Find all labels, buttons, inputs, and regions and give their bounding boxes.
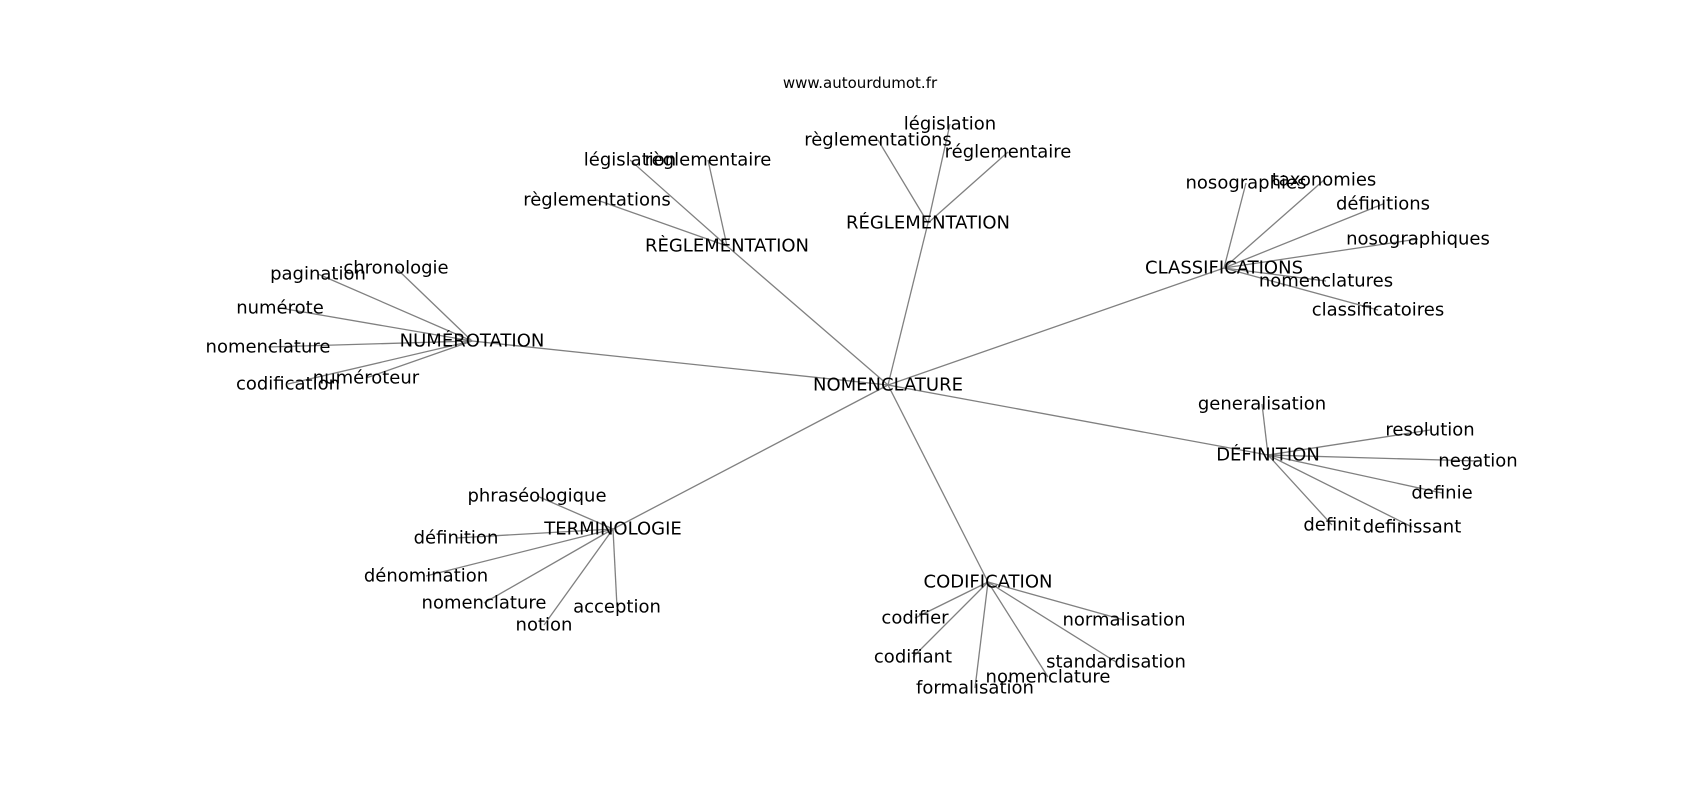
leaf-node: taxonomies bbox=[1272, 170, 1377, 191]
edge-hub-leaf bbox=[279, 307, 473, 342]
edge-hub-leaf bbox=[914, 581, 989, 619]
edge-hub-leaf bbox=[1223, 267, 1379, 311]
edge-hub-leaf bbox=[1267, 454, 1443, 494]
edge-hub-leaf bbox=[483, 528, 614, 604]
leaf-node: nosographiques bbox=[1346, 229, 1490, 250]
leaf-node: pagination bbox=[270, 264, 366, 285]
leaf-node: formalisation bbox=[916, 678, 1034, 699]
leaf-node: definie bbox=[1411, 483, 1472, 504]
leaf-node: acception bbox=[573, 597, 661, 618]
edge-hub-leaf bbox=[1267, 454, 1333, 526]
edge-root-hub bbox=[887, 267, 1225, 386]
edge-hub-leaf bbox=[987, 581, 1125, 621]
edge-hub-leaf bbox=[1261, 403, 1269, 456]
leaf-node: negation bbox=[1438, 451, 1517, 472]
edge-hub-leaf bbox=[287, 340, 473, 385]
edge-hub-leaf bbox=[1223, 179, 1325, 269]
leaf-node: définition bbox=[414, 528, 499, 549]
leaf-node: standardisation bbox=[1046, 652, 1186, 673]
edge-hub-leaf bbox=[1223, 267, 1327, 282]
edge-hub-leaf bbox=[1267, 454, 1479, 462]
edge-hub-leaf bbox=[455, 528, 614, 539]
edge-hub-leaf bbox=[612, 528, 618, 608]
hub-node: DÉFINITION bbox=[1216, 444, 1320, 466]
leaf-node: réglementaire bbox=[945, 142, 1072, 163]
edge-hub-leaf bbox=[267, 340, 473, 348]
hub-node: RÈGLEMENTATION bbox=[645, 235, 809, 257]
leaf-node: nomenclature bbox=[206, 337, 331, 358]
leaf-node: classificatoires bbox=[1312, 300, 1444, 321]
hub-node: RÉGLEMENTATION bbox=[846, 212, 1010, 234]
edge-root-hub bbox=[612, 384, 889, 530]
root-node: NOMENCLATURE bbox=[813, 375, 963, 396]
edge-hub-leaf bbox=[1223, 182, 1247, 269]
edge-hub-leaf bbox=[1223, 238, 1419, 269]
edge-hub-leaf bbox=[536, 495, 614, 530]
edge-hub-leaf bbox=[707, 159, 728, 247]
leaf-node: nomenclature bbox=[986, 667, 1111, 688]
leaf-node: dénomination bbox=[364, 566, 488, 587]
edge-hub-leaf bbox=[927, 151, 1009, 224]
hub-node: CLASSIFICATIONS bbox=[1145, 258, 1303, 279]
edge-root-hub bbox=[887, 384, 989, 583]
edge-root-hub bbox=[726, 245, 889, 386]
leaf-node: codification bbox=[236, 374, 340, 395]
leaf-node: numéroteur bbox=[313, 368, 420, 389]
edge-root-hub bbox=[471, 340, 889, 386]
hub-node: TERMINOLOGIE bbox=[543, 519, 682, 540]
edge-hub-leaf bbox=[1223, 203, 1384, 269]
hub-node: CODIFICATION bbox=[924, 572, 1053, 593]
leaf-node: règlementations bbox=[523, 190, 671, 211]
edge-hub-leaf bbox=[596, 199, 728, 247]
edge-hub-leaf bbox=[629, 159, 728, 247]
leaf-node: nomenclature bbox=[422, 593, 547, 614]
leaf-node: législation bbox=[584, 150, 676, 171]
leaf-node: phraséologique bbox=[467, 486, 606, 507]
leaf-node: numérote bbox=[236, 298, 324, 319]
leaf-node: codifier bbox=[881, 608, 949, 629]
leaf-node: nosographies bbox=[1186, 173, 1307, 194]
leaf-node: resolution bbox=[1385, 420, 1474, 441]
leaf-node: notion bbox=[516, 615, 573, 636]
edge-hub-leaf bbox=[1267, 454, 1413, 528]
edge-hub-leaf bbox=[425, 528, 614, 577]
edge-hub-leaf bbox=[877, 139, 929, 224]
leaf-node: règlementations bbox=[804, 130, 952, 151]
edge-hub-leaf bbox=[1267, 429, 1431, 456]
leaf-node: generalisation bbox=[1198, 394, 1326, 415]
leaf-node: définitions bbox=[1336, 194, 1430, 215]
leaf-node: chronologie bbox=[343, 258, 448, 279]
graph-labels: NOMENCLATURERÈGLEMENTATIONlégislationrèg… bbox=[206, 114, 1518, 699]
edge-root-hub bbox=[887, 384, 1269, 456]
edge-hub-leaf bbox=[395, 267, 473, 342]
graph-edges bbox=[267, 123, 1479, 689]
leaf-node: législation bbox=[904, 114, 996, 135]
edge-hub-leaf bbox=[974, 581, 989, 689]
leaf-node: codifiant bbox=[874, 647, 952, 668]
edge-hub-leaf bbox=[987, 581, 1049, 678]
edge-hub-leaf bbox=[927, 123, 951, 224]
site-url: www.autourdumot.fr bbox=[783, 74, 938, 92]
leaf-node: nomenclatures bbox=[1259, 271, 1393, 292]
edge-hub-leaf bbox=[543, 528, 614, 626]
leaf-node: normalisation bbox=[1063, 610, 1186, 631]
leaf-node: definit bbox=[1303, 515, 1360, 536]
edge-hub-leaf bbox=[987, 581, 1117, 663]
edge-root-hub bbox=[887, 222, 929, 386]
hub-node: NUMÉROTATION bbox=[400, 330, 545, 352]
edge-hub-leaf bbox=[365, 340, 473, 379]
leaf-node: definissant bbox=[1363, 517, 1462, 538]
edge-hub-leaf bbox=[317, 273, 473, 342]
leaf-node: règlementaire bbox=[645, 150, 772, 171]
edge-hub-leaf bbox=[912, 581, 989, 658]
